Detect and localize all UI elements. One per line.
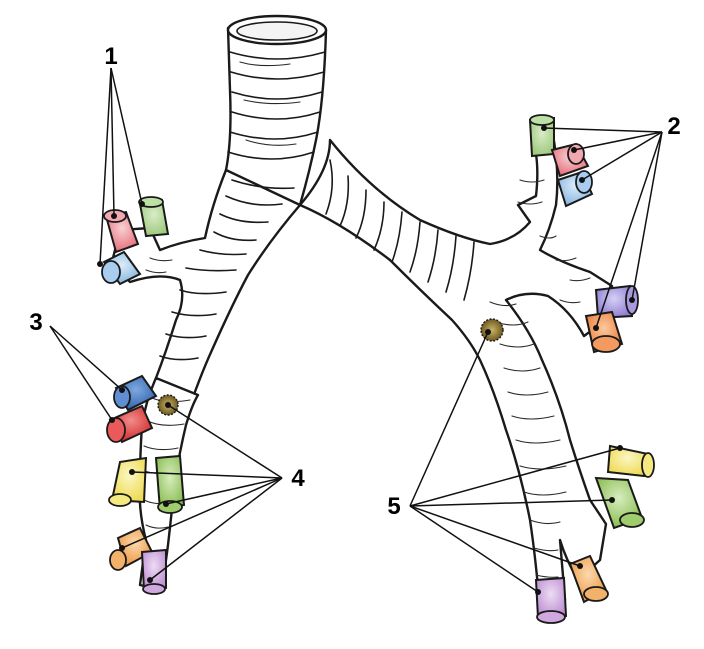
leader-lines-5 [409, 329, 623, 595]
leader-lines-3 [49, 325, 125, 423]
leader-lines-2 [541, 125, 663, 331]
segment-1-tips [101, 196, 170, 286]
label-3: 3 [29, 309, 42, 336]
label-2: 2 [667, 113, 680, 140]
segment-4-tips [108, 394, 186, 595]
segment-3-tips [106, 374, 158, 444]
label-4: 4 [291, 465, 305, 492]
label-5: 5 [387, 493, 400, 520]
leader-lines-1 [97, 67, 145, 267]
right-side-bronchus [298, 128, 614, 612]
label-1: 1 [104, 43, 117, 70]
leader-lines-4 [119, 402, 283, 583]
